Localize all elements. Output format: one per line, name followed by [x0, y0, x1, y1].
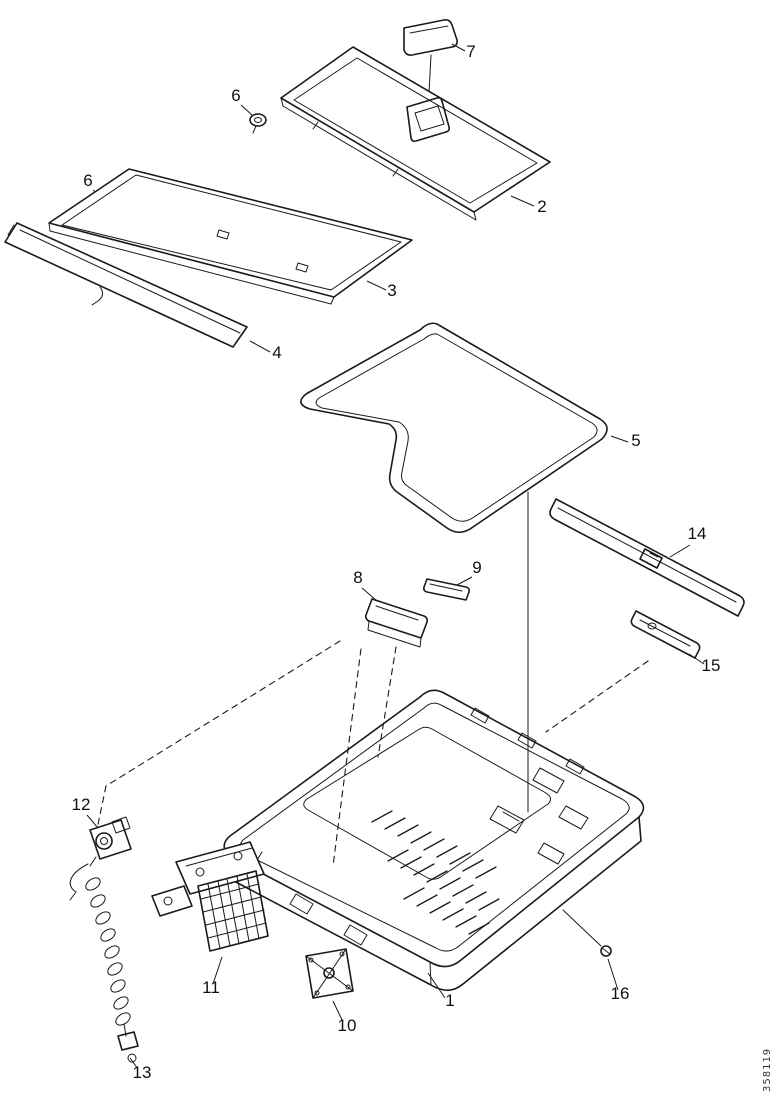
- part-7-cap: [403, 19, 458, 94]
- callout-9: 9: [456, 558, 482, 586]
- part-14-trim-strip: [549, 498, 745, 617]
- callout-11: 11: [202, 956, 223, 997]
- part-12-latch: [69, 816, 132, 901]
- callout-2: 2: [510, 195, 547, 216]
- part-8-bracket: [365, 598, 428, 648]
- part-6-grommet-upper: [249, 113, 267, 134]
- motor-fin-grid: [200, 873, 267, 950]
- callout-15-label: 15: [702, 656, 721, 675]
- part-3-sunshade-panel: [48, 168, 413, 305]
- callout-4: 4: [249, 340, 282, 362]
- part-5-seal: [300, 322, 608, 813]
- callout-16: 16: [607, 958, 630, 1003]
- callout-12-label: 12: [72, 795, 91, 814]
- callout-4-label: 4: [272, 343, 281, 362]
- callout-3: 3: [366, 280, 397, 300]
- panel-handle: [406, 97, 450, 142]
- callout-6-upper: 6: [231, 86, 253, 116]
- part-9-bracket: [423, 578, 470, 601]
- callout-2-label: 2: [537, 197, 546, 216]
- callout-5-label: 5: [631, 431, 640, 450]
- callout-3-label: 3: [387, 281, 396, 300]
- doc-number: 358119: [762, 1048, 773, 1092]
- callout-13-label: 13: [133, 1063, 152, 1082]
- callout-1: 1: [427, 972, 455, 1010]
- callout-6-upper-label: 6: [231, 86, 240, 105]
- part-1-frame-assembly: [223, 689, 645, 992]
- part-11-motor: [151, 841, 269, 952]
- part-13-coiled-cable: [85, 877, 139, 1063]
- callout-15: 15: [688, 653, 721, 675]
- callout-6-lower-label: 6: [83, 171, 92, 190]
- frame-opening: [303, 726, 552, 880]
- callout-7: 7: [451, 42, 476, 61]
- callout-13: 13: [129, 1057, 152, 1082]
- part-15-bracket: [630, 610, 701, 659]
- assembly-axis-lines: [95, 640, 649, 867]
- part-10-mount-plate: [305, 948, 354, 999]
- part-2-glass-panel: [280, 46, 551, 221]
- callout-14: 14: [669, 524, 707, 558]
- callout-9-label: 9: [472, 558, 481, 577]
- callout-14-label: 14: [688, 524, 707, 543]
- callout-8-label: 8: [353, 568, 362, 587]
- callout-1-label: 1: [445, 991, 454, 1010]
- callout-10: 10: [332, 1000, 357, 1035]
- callout-12: 12: [72, 795, 99, 829]
- callout-16-label: 16: [611, 984, 630, 1003]
- callout-7-label: 7: [466, 42, 475, 61]
- callout-11-label: 11: [202, 978, 220, 997]
- part-4-deflector-strip: [4, 222, 248, 348]
- frame-rib-pattern: [371, 810, 500, 935]
- part-16-screw: [562, 909, 612, 957]
- callout-5: 5: [610, 431, 641, 450]
- callout-10-label: 10: [338, 1016, 357, 1035]
- callout-8: 8: [353, 568, 378, 602]
